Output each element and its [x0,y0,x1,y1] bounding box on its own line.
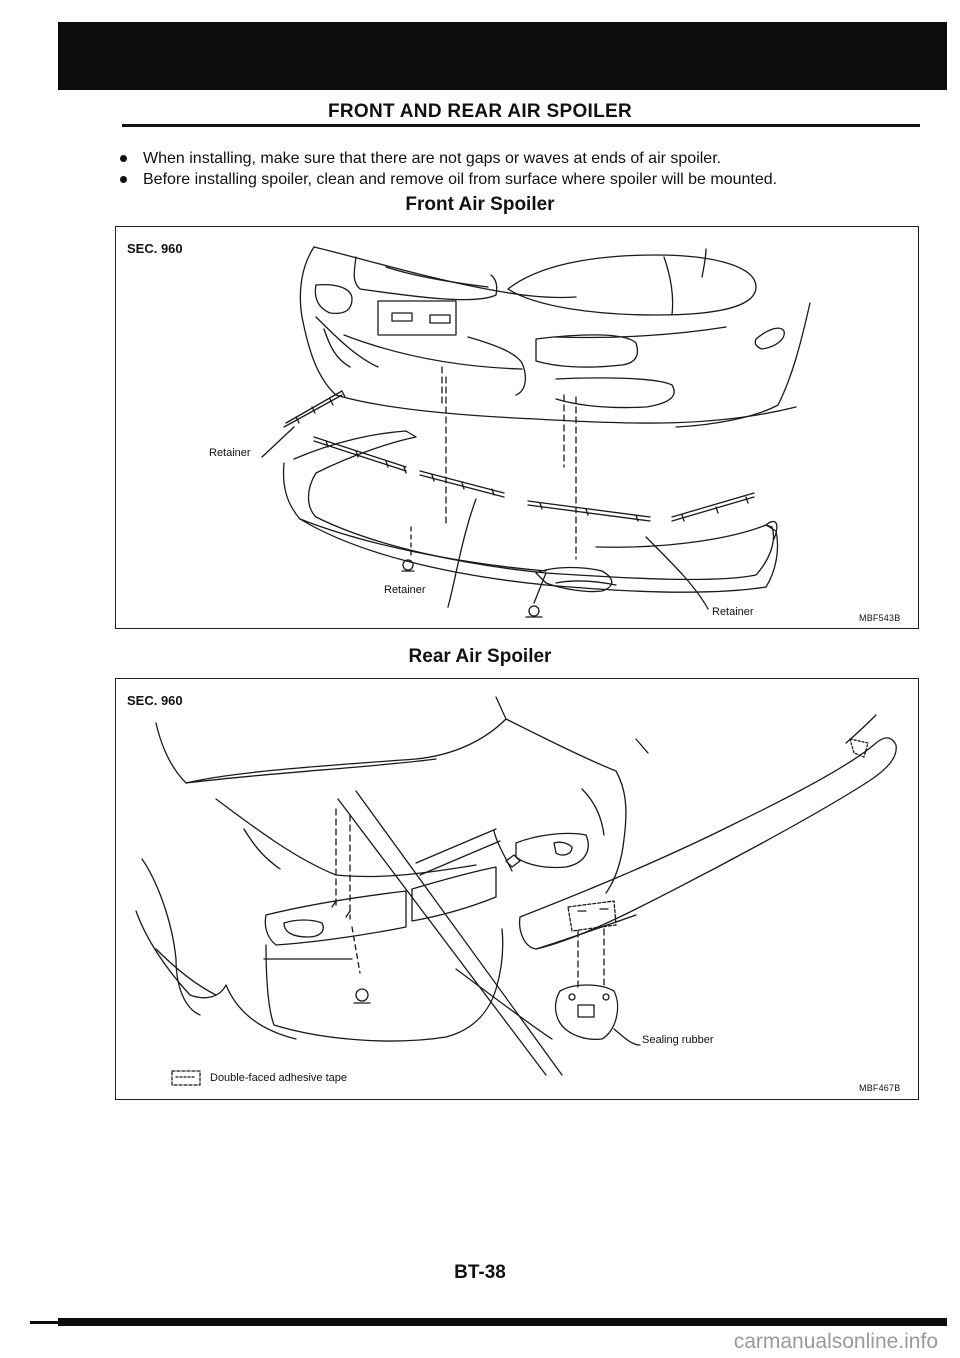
rear-section-label: SEC. 960 [127,693,183,708]
sealing-rubber-callout: Sealing rubber [642,1034,714,1046]
front-spoiler-heading: Front Air Spoiler [405,194,555,215]
bullet-icon [120,155,127,162]
rear-figure-code: MBF467B [859,1083,901,1093]
tape-legend-label: Double-faced adhesive tape [210,1072,347,1084]
retainer-callout-center: Retainer [384,584,426,596]
rear-spoiler-diagram [135,696,897,1086]
watermark: carmanualsonline.info [733,1330,938,1353]
instruction-list: When installing, make sure that there ar… [118,148,918,190]
footer-bar [58,1318,947,1326]
instruction-item: When installing, make sure that there ar… [118,148,918,169]
footer-bar-taper [30,1321,60,1324]
front-figure-code: MBF543B [859,613,901,623]
bullet-icon [120,176,127,183]
front-spoiler-figure: SEC. 960 Retainer Retainer Retainer MBF5… [115,226,919,629]
retainer-callout-left: Retainer [209,447,251,459]
title-underline [122,124,920,127]
retainer-callout-right: Retainer [712,606,754,618]
section-title: FRONT AND REAR AIR SPOILER [327,101,633,122]
page-number: BT-38 [454,1262,506,1283]
instruction-text: Before installing spoiler, clean and rem… [143,171,778,188]
front-section-label: SEC. 960 [127,241,183,256]
rear-spoiler-heading: Rear Air Spoiler [408,646,552,667]
instruction-text: When installing, make sure that there ar… [143,150,722,167]
front-spoiler-diagram [261,246,811,618]
rear-spoiler-figure: SEC. 960 Sealing rubber Double-faced adh… [115,678,919,1100]
instruction-item: Before installing spoiler, clean and rem… [118,169,918,190]
header-bar [58,22,947,90]
